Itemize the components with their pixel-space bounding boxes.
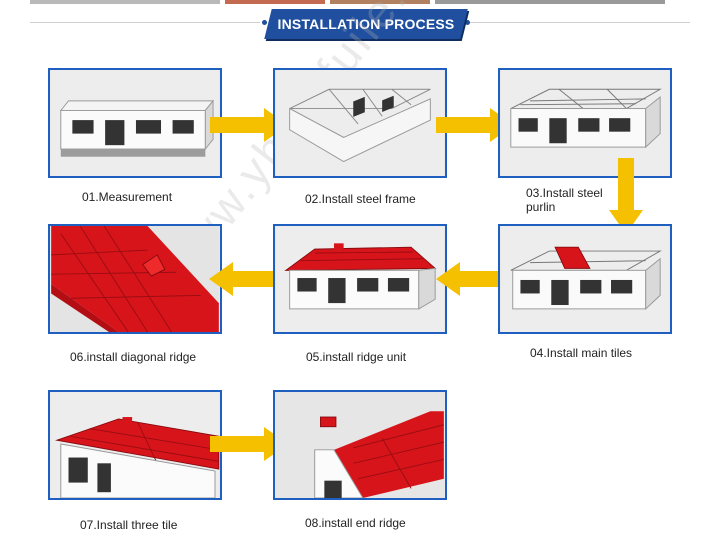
arrow-1-2 (210, 108, 288, 142)
page-title: INSTALLATION PROCESS (277, 16, 455, 32)
arrow-2-3 (436, 108, 514, 142)
step-5-caption: 05.install ridge unit (306, 350, 407, 364)
arrow-7-8 (210, 427, 288, 461)
step-4-caption: 04.Install main tiles (530, 346, 633, 360)
step-5-image (273, 224, 447, 334)
top-strip (0, 0, 725, 6)
step-7-caption: 07.Install three tile (80, 518, 178, 532)
step-4-image (498, 224, 672, 334)
step-8-image (273, 390, 447, 500)
step-1-image (48, 68, 222, 178)
step-6-caption: 06.install diagonal ridge (70, 350, 197, 364)
step-3-image (498, 68, 672, 178)
arrow-3-4 (609, 158, 643, 234)
step-3-caption-line1: 03.Install steel (526, 186, 603, 200)
header-dot-right (465, 20, 470, 25)
header-dot-left (262, 20, 267, 25)
arrow-5-6 (209, 262, 287, 296)
step-2-caption: 02.Install steel frame (305, 192, 416, 206)
step-3-caption-line2: purlin (526, 200, 556, 214)
step-7-image (48, 390, 222, 500)
step-6-image (48, 224, 222, 334)
header-line-left (30, 22, 260, 23)
step-8-caption: 08.install end ridge (305, 516, 406, 530)
arrow-4-5 (436, 262, 514, 296)
header-line-right (470, 22, 690, 23)
step-3-caption: 03.Install steel purlin (526, 186, 603, 214)
step-1-caption: 01.Measurement (82, 190, 173, 204)
step-2-image (273, 68, 447, 178)
